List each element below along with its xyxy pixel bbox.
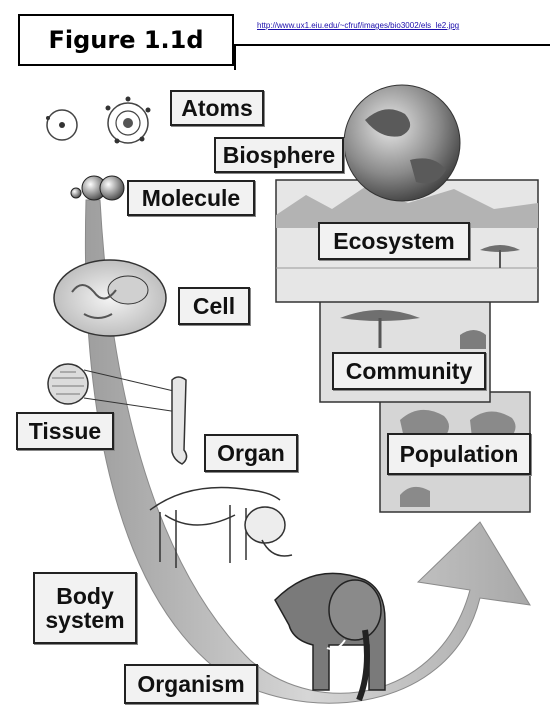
cell-icon [54,260,166,336]
label-biosphere: Biosphere [214,137,344,173]
label-body-system-line2: system [45,608,124,632]
label-organism: Organism [124,664,258,704]
label-community: Community [332,352,486,390]
label-body-system: Body system [33,572,137,644]
atom-icon [46,97,151,144]
label-tissue: Tissue [16,412,114,450]
label-body-system-line1: Body [56,584,114,608]
figure-frame-left [234,44,236,70]
earth-icon [344,85,460,201]
label-organ: Organ [204,434,298,472]
label-population: Population [387,433,531,475]
label-molecule: Molecule [127,180,255,216]
figure-frame-top [234,44,550,46]
label-ecosystem: Ecosystem [318,222,470,260]
figure-label: Figure 1.1d [18,14,234,66]
elephant-icon [275,573,385,700]
organ-bone-icon [172,377,187,464]
label-cell: Cell [178,287,250,325]
source-link[interactable]: http://www.ux1.eiu.edu/~cfruf/images/bio… [257,21,459,30]
molecule-icon [71,176,124,200]
label-atoms: Atoms [170,90,264,126]
